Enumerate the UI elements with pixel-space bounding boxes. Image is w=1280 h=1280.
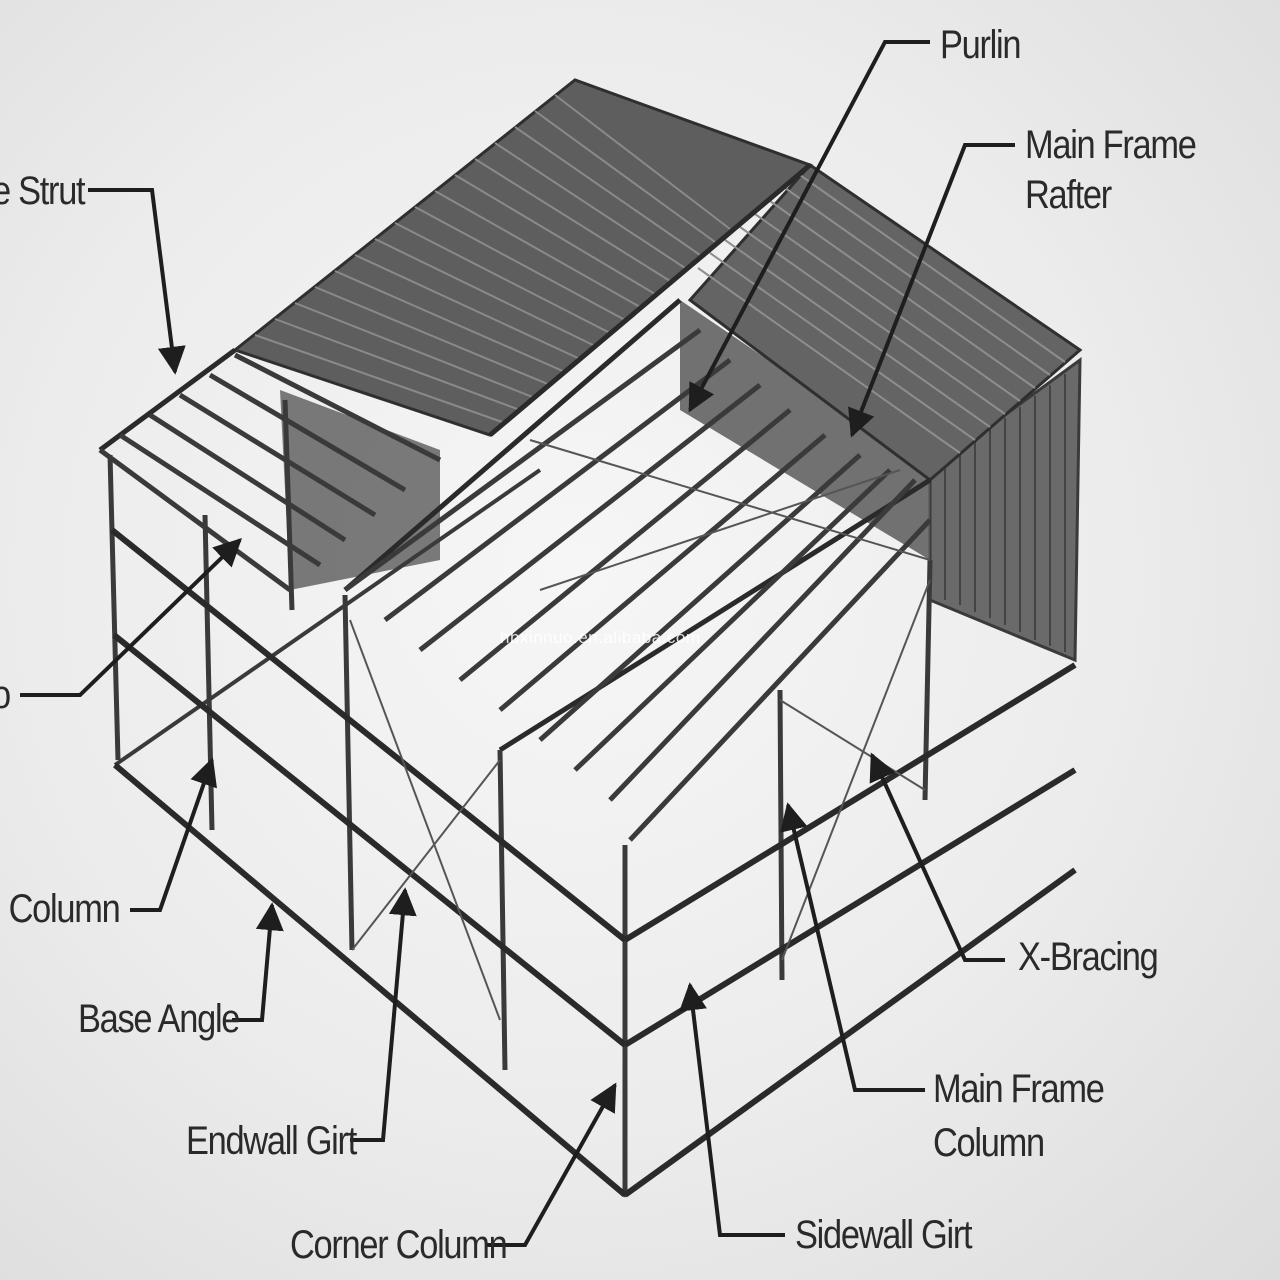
label-endwall-girt: Endwall Girt — [186, 1119, 357, 1163]
leader-base-angle — [232, 902, 284, 1022]
label-main-frame-column-line1: Main Frame — [933, 1067, 1105, 1111]
label-rod-partial: o — [0, 672, 11, 718]
label-main-frame-rafter-line2: Rafter — [1025, 173, 1112, 217]
x-bracing — [349, 439, 931, 1021]
leader-corner-column — [485, 1082, 617, 1247]
label-purlin: Purlin — [940, 23, 1022, 67]
label-endwall-column: l Column — [0, 887, 121, 931]
leader-purlin — [688, 40, 930, 413]
back-wall-ribs — [944, 374, 1066, 652]
leader-endwall-column — [130, 757, 217, 912]
main-frame-rafters — [98, 163, 932, 753]
label-sidewall-girt: Sidewall Girt — [795, 1213, 973, 1257]
label-main-frame-rafter-line1: Main Frame — [1025, 123, 1197, 167]
label-x-bracing: X-Bracing — [1018, 935, 1159, 979]
leader-endwall-girt — [350, 887, 417, 1142]
watermark: hbxinnuo.en.alibaba.com — [500, 628, 701, 647]
leader-rod — [20, 538, 243, 697]
leader-eave-strut — [88, 188, 186, 375]
leader-sidewall-girt — [679, 982, 785, 1237]
roof-purlins — [343, 327, 932, 842]
left-bay-purlins — [98, 352, 442, 593]
leader-main-frame-column — [780, 802, 925, 1092]
roof-left-ribs — [254, 94, 731, 424]
endwall-girts — [110, 527, 627, 1198]
leader-main-frame-rafter — [848, 143, 1015, 438]
inner-back-wall — [680, 300, 930, 560]
label-base-angle: Base Angle — [78, 997, 240, 1041]
roof-right-ribs — [697, 174, 1066, 454]
label-eave-strut: e Strut — [0, 169, 86, 213]
label-main-frame-column-line2: Column — [933, 1121, 1045, 1165]
leader-x-bracing — [869, 752, 1005, 962]
leader-lines — [20, 40, 1015, 1247]
label-corner-column: Corner Column — [290, 1223, 508, 1267]
